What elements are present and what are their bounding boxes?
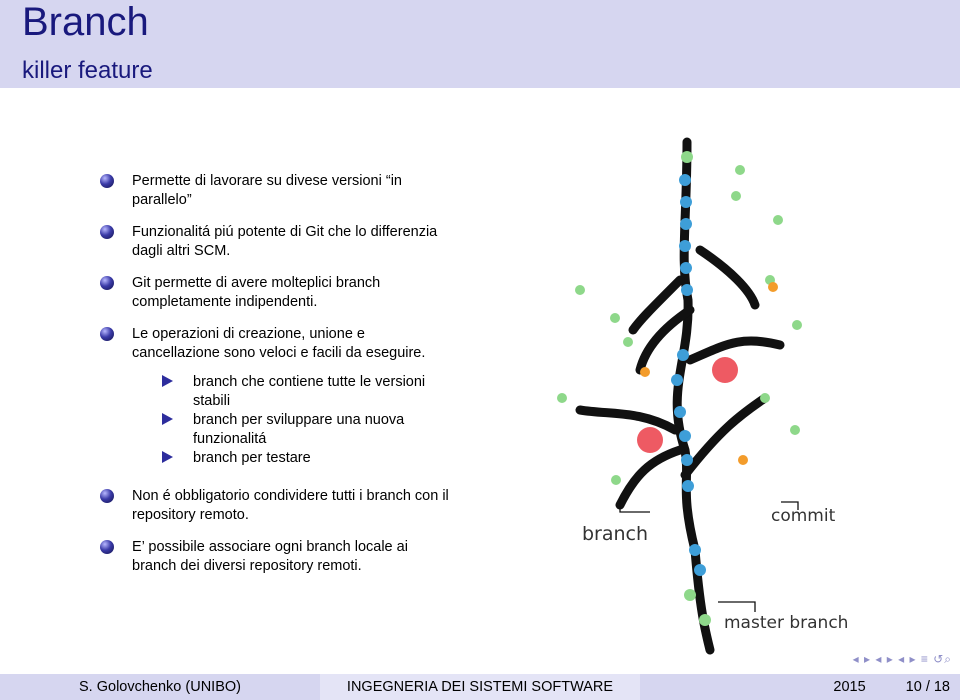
sub-bullet-text: branch per testare bbox=[193, 450, 311, 466]
list-item: Funzionalitá piú potente di Git che lo d… bbox=[100, 223, 450, 261]
commit-dot bbox=[680, 262, 692, 274]
nav-section-icon[interactable]: ◂ ▸ bbox=[875, 652, 894, 666]
triangle-bullet-icon bbox=[162, 451, 173, 463]
footer-course: INGEGNERIA DEI SISTEMI SOFTWARE bbox=[320, 674, 640, 700]
bullet-text: Git permette di avere molteplici branch … bbox=[132, 275, 381, 310]
commit-dot bbox=[680, 218, 692, 230]
commit-dot bbox=[792, 320, 802, 330]
sub-bullet-text: branch per sviluppare una nuova funziona… bbox=[193, 412, 405, 447]
list-item: Git permette di avere molteplici branch … bbox=[100, 274, 450, 312]
footer-page: 10 / 18 bbox=[905, 679, 950, 695]
nav-subsection-icon[interactable]: ◂ ▸ bbox=[898, 652, 917, 666]
bullet-ball-icon bbox=[100, 276, 114, 290]
commit-dot bbox=[699, 614, 711, 626]
commit-dot bbox=[681, 454, 693, 466]
list-item: Permette di lavorare su divese versioni … bbox=[100, 172, 450, 210]
commit-dot bbox=[712, 357, 738, 383]
commit-dot bbox=[679, 430, 691, 442]
bullet-text: Non é obbligatorio condividere tutti i b… bbox=[132, 488, 449, 523]
commit-dot bbox=[760, 393, 770, 403]
commit-dot bbox=[640, 367, 650, 377]
bullet-ball-icon bbox=[100, 174, 114, 188]
bullet-text: Le operazioni di creazione, unione e can… bbox=[132, 326, 426, 361]
slide-title: Branch bbox=[22, 0, 149, 44]
nav-align-icon[interactable]: ≡ bbox=[920, 652, 929, 666]
slide-header: Branch killer feature bbox=[0, 0, 960, 88]
commit-dot bbox=[689, 544, 701, 556]
callout-leaders bbox=[619, 500, 799, 612]
bullet-text: E’ possibile associare ogni branch local… bbox=[132, 539, 408, 574]
commit-label: commit bbox=[771, 506, 836, 526]
commit-dot bbox=[679, 174, 691, 186]
commit-dot bbox=[731, 191, 741, 201]
list-item: Le operazioni di creazione, unione e can… bbox=[100, 325, 450, 363]
footer-year: 2015 bbox=[833, 679, 866, 695]
branch-line bbox=[628, 275, 685, 335]
commit-dot bbox=[610, 313, 620, 323]
commit-dot bbox=[735, 165, 745, 175]
master-commit-dots bbox=[671, 174, 706, 576]
tree-lines bbox=[575, 137, 785, 655]
branch-commit-dots bbox=[557, 151, 802, 626]
orange-commit-dots bbox=[640, 282, 778, 465]
bullet-text: Permette di lavorare su divese versioni … bbox=[132, 173, 402, 208]
footer-author: S. Golovchenko (UNIBO) bbox=[0, 674, 320, 700]
commit-dot bbox=[623, 337, 633, 347]
bullet-ball-icon bbox=[100, 327, 114, 341]
bullet-text: Funzionalitá piú potente di Git che lo d… bbox=[132, 224, 438, 259]
commit-dot bbox=[773, 215, 783, 225]
commit-dot bbox=[694, 564, 706, 576]
branch-line bbox=[695, 245, 760, 310]
branch-line bbox=[635, 305, 695, 375]
list-item: Non é obbligatorio condividere tutti i b… bbox=[100, 487, 450, 525]
commit-dot bbox=[611, 475, 621, 485]
branch-line bbox=[685, 336, 785, 365]
footer-meta: 2015 10 / 18 bbox=[640, 674, 960, 700]
commit-dot bbox=[681, 151, 693, 163]
sub-list-item: branch per testare bbox=[162, 449, 448, 468]
commit-dot bbox=[790, 425, 800, 435]
triangle-bullet-icon bbox=[162, 375, 173, 387]
commit-dot bbox=[680, 196, 692, 208]
branch-line bbox=[680, 393, 770, 480]
bullet-ball-icon bbox=[100, 225, 114, 239]
commit-dot bbox=[671, 374, 683, 386]
sub-bullet-text: branch che contiene tutte le versioni st… bbox=[193, 374, 426, 409]
commit-dot bbox=[768, 282, 778, 292]
slide-subtitle: killer feature bbox=[22, 57, 153, 84]
large-commit-dots bbox=[637, 357, 738, 453]
nav-left-icon[interactable]: ◂ ▸ bbox=[852, 652, 872, 666]
branch-label: branch bbox=[582, 523, 648, 545]
sub-bullet-list: branch che contiene tutte le versioni st… bbox=[162, 373, 450, 468]
sub-list-item: branch per sviluppare una nuova funziona… bbox=[162, 411, 448, 449]
commit-dot bbox=[637, 427, 663, 453]
master-callout bbox=[718, 601, 756, 612]
master-branch-line bbox=[672, 137, 715, 655]
triangle-bullet-icon bbox=[162, 413, 173, 425]
commit-dot bbox=[575, 285, 585, 295]
list-item: E’ possibile associare ogni branch local… bbox=[100, 538, 450, 576]
sub-list-item: branch che contiene tutte le versioni st… bbox=[162, 373, 448, 411]
branch-callout bbox=[619, 500, 650, 513]
bullet-ball-icon bbox=[100, 540, 114, 554]
commit-dot bbox=[557, 393, 567, 403]
commit-dot bbox=[684, 589, 696, 601]
bullet-ball-icon bbox=[100, 489, 114, 503]
commit-callout bbox=[781, 501, 799, 510]
bullet-list: Permette di lavorare su divese versioni … bbox=[100, 172, 450, 589]
commit-dot bbox=[681, 284, 693, 296]
commit-dot bbox=[677, 349, 689, 361]
commit-dot bbox=[738, 455, 748, 465]
commit-dot bbox=[679, 240, 691, 252]
branch-line bbox=[575, 405, 680, 435]
slide-footer: S. Golovchenko (UNIBO) INGEGNERIA DEI SI… bbox=[0, 674, 960, 700]
branch-line bbox=[615, 445, 685, 510]
navigation-controls: ◂ ▸ ◂ ▸ ◂ ▸ ≡ ↺⌕ bbox=[853, 652, 952, 667]
master-branch-label: master branch bbox=[724, 613, 848, 633]
branch-tree-illustration: branch commit master branch bbox=[557, 137, 848, 655]
nav-search-icon[interactable]: ↺⌕ bbox=[933, 652, 952, 666]
commit-dot bbox=[674, 406, 686, 418]
commit-dot bbox=[682, 480, 694, 492]
